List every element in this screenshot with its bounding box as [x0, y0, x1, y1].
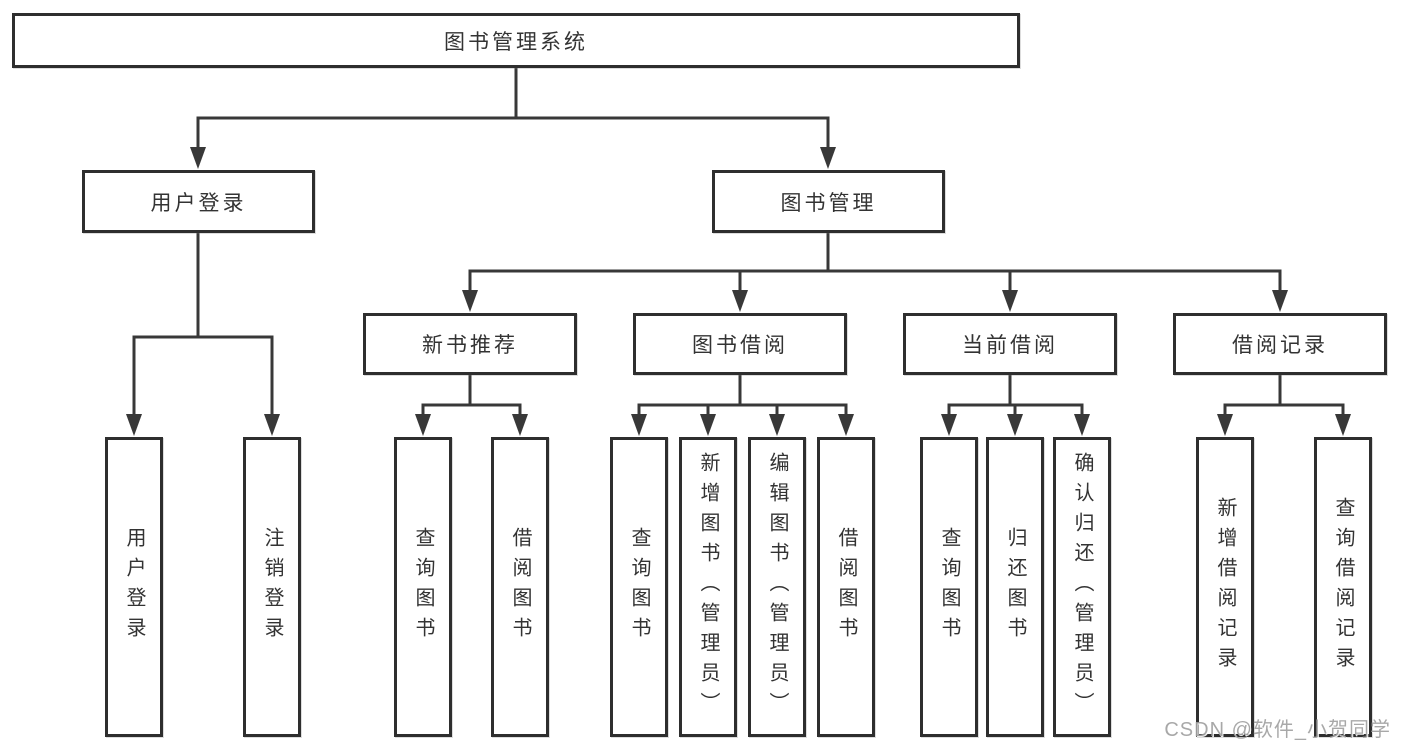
connector-borrow-records-children: [1223, 373, 1345, 418]
csdn-watermark: CSDN @软件_小贺同学: [1164, 719, 1391, 741]
node-current-borrowing: 当前借阅: [903, 313, 1117, 375]
arrowhead: [415, 414, 431, 436]
arrowhead: [838, 414, 854, 436]
node-label: 用户登录: [123, 527, 145, 647]
node-label: 新增图书（管理员）: [697, 452, 719, 722]
node-label: 图书管理系统: [444, 30, 588, 54]
node-new-book-recommend: 新书推荐: [363, 313, 577, 375]
arrowhead: [190, 147, 206, 169]
leaf-confirm-return-admin: 确认归还（管理员）: [1053, 437, 1111, 737]
arrowhead: [631, 414, 647, 436]
node-label: 查询图书: [412, 527, 434, 647]
node-label: 注销登录: [261, 527, 283, 647]
connector-book-mgmt-children: [468, 231, 1282, 296]
connector-root-to-level2: [196, 66, 830, 150]
node-label: 查询图书: [628, 527, 650, 647]
leaf-query-books-newrec: 查询图书: [394, 437, 452, 737]
node-label: 归还图书: [1004, 527, 1026, 647]
node-label: 用户登录: [150, 191, 247, 215]
arrowhead: [512, 414, 528, 436]
node-borrow-records: 借阅记录: [1173, 313, 1387, 375]
arrowhead: [462, 290, 478, 312]
node-label: 借阅图书: [835, 527, 857, 647]
leaf-borrow-books-borrowing: 借阅图书: [817, 437, 875, 737]
leaf-query-borrow-record: 查询借阅记录: [1314, 437, 1372, 737]
node-label: 当前借阅: [962, 334, 1058, 357]
node-label: 新增借阅记录: [1214, 497, 1236, 677]
arrowhead: [941, 414, 957, 436]
node-label: 查询图书: [938, 527, 960, 647]
connector-user-login-children: [132, 231, 274, 418]
node-user-login: 用户登录: [82, 170, 315, 233]
arrowhead: [1335, 414, 1351, 436]
arrowhead: [820, 147, 836, 169]
arrowhead: [1007, 414, 1023, 436]
leaf-return-book: 归还图书: [986, 437, 1044, 737]
node-label: 编辑图书（管理员）: [766, 452, 788, 722]
leaf-logout: 注销登录: [243, 437, 301, 737]
node-label: 图书借阅: [692, 334, 788, 357]
leaf-add-borrow-record: 新增借阅记录: [1196, 437, 1254, 737]
node-label: 借阅图书: [509, 527, 531, 647]
arrowhead: [264, 414, 280, 436]
node-label: 确认归还（管理员）: [1071, 452, 1093, 722]
leaf-user-login: 用户登录: [105, 437, 163, 737]
connector-new-books-children: [421, 373, 522, 418]
connector-paths: [132, 66, 1345, 418]
arrowhead: [1272, 290, 1288, 312]
leaf-add-book-admin: 新增图书（管理员）: [679, 437, 737, 737]
node-book-management: 图书管理: [712, 170, 945, 233]
leaf-borrow-books-newrec: 借阅图书: [491, 437, 549, 737]
arrowhead: [1217, 414, 1233, 436]
arrowhead: [700, 414, 716, 436]
arrowhead: [126, 414, 142, 436]
arrowhead: [732, 290, 748, 312]
leaf-edit-book-admin: 编辑图书（管理员）: [748, 437, 806, 737]
connector-current-borrow-children: [947, 373, 1084, 418]
node-label: 新书推荐: [422, 334, 518, 357]
node-label: 借阅记录: [1232, 334, 1328, 357]
arrowhead: [1074, 414, 1090, 436]
node-root-library-system: 图书管理系统: [12, 13, 1020, 68]
node-book-borrowing: 图书借阅: [633, 313, 847, 375]
leaf-query-books-current: 查询图书: [920, 437, 978, 737]
connector-book-borrow-children: [637, 373, 848, 418]
arrowhead: [1002, 290, 1018, 312]
arrowheads: [126, 147, 1351, 436]
node-label: 查询借阅记录: [1332, 497, 1354, 677]
node-label: 图书管理: [780, 191, 877, 215]
leaf-query-books-borrowing: 查询图书: [610, 437, 668, 737]
arrowhead: [769, 414, 785, 436]
